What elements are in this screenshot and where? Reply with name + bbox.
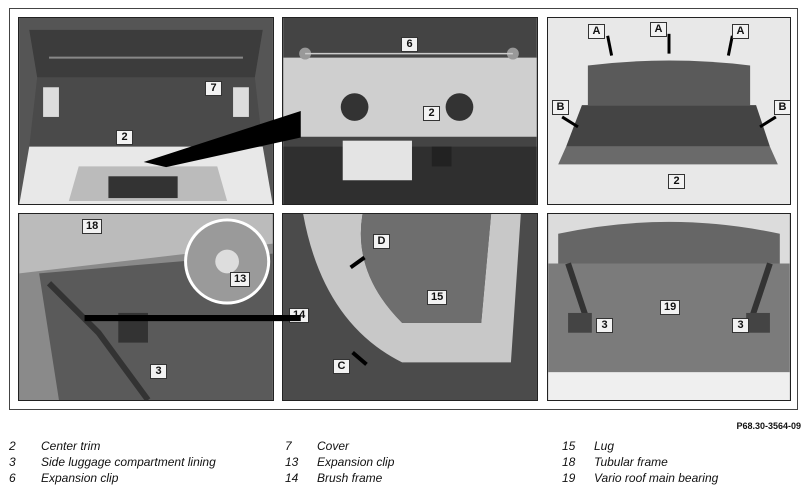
legend-item: 15 Lug bbox=[562, 438, 718, 454]
legend-column-3: 15 Lug 18 Tubular frame 19 Vario roof main … bbox=[562, 438, 718, 486]
side-lining-illustration bbox=[19, 214, 273, 400]
legend-number: 2 bbox=[9, 439, 16, 453]
legend-item: 7 Cover bbox=[285, 438, 394, 454]
legend-number: 14 bbox=[285, 471, 299, 485]
legend-column-2: 7 Cover 13 Expansion clip 14 Brush frame bbox=[285, 438, 394, 486]
photo-brush-frame: D 15 14 C bbox=[282, 213, 538, 401]
illustration-center-trim: A A A B B 2 bbox=[547, 17, 791, 205]
callout-6: 6 bbox=[401, 37, 418, 52]
figure-frame: 7 2 6 2 A bbox=[9, 8, 798, 410]
legend-number: 3 bbox=[9, 455, 16, 469]
callout-7: 7 bbox=[205, 81, 222, 96]
legend-text: Cover bbox=[317, 439, 350, 453]
callout-15: 15 bbox=[427, 290, 448, 305]
figure-id: P68.30-3564-09 bbox=[736, 421, 801, 431]
legend-item: 19 Vario roof main bearing bbox=[562, 470, 718, 486]
callout-19: 19 bbox=[660, 300, 681, 315]
callout-3: 3 bbox=[150, 364, 167, 379]
center-trim-drawing bbox=[548, 18, 790, 204]
legend-item: 3 Side luggage compartment lining bbox=[9, 454, 216, 470]
callout-d: D bbox=[373, 234, 390, 249]
callout-3-left: 3 bbox=[596, 318, 613, 333]
trunk-cover-illustration bbox=[19, 18, 273, 204]
photo-cover-detail: 6 2 bbox=[282, 17, 538, 205]
legend-number: 19 bbox=[562, 471, 576, 485]
callout-14: 14 bbox=[289, 308, 310, 323]
legend-text: Center trim bbox=[41, 439, 101, 453]
legend-number: 15 bbox=[562, 439, 576, 453]
legend-item: 2 Center trim bbox=[9, 438, 216, 454]
legend-number: 7 bbox=[285, 439, 292, 453]
legend-item: 6 Expansion clip bbox=[9, 470, 216, 486]
callout-3-right: 3 bbox=[732, 318, 749, 333]
legend-item: 13 Expansion clip bbox=[285, 454, 394, 470]
callout-c: C bbox=[333, 359, 350, 374]
legend-column-1: 2 Center trim 3 Side luggage compartment l… bbox=[9, 438, 216, 486]
legend-text: Expansion clip bbox=[41, 471, 119, 485]
legend-number: 18 bbox=[562, 455, 576, 469]
legend-text: Expansion clip bbox=[317, 455, 395, 469]
legend-text: Vario roof main bearing bbox=[594, 471, 719, 485]
legend-text: Lug bbox=[594, 439, 615, 453]
callout-18: 18 bbox=[82, 219, 103, 234]
legend-number: 6 bbox=[9, 471, 16, 485]
callout-a-center: A bbox=[650, 22, 667, 37]
photo-side-lining: 18 13 3 bbox=[18, 213, 274, 401]
legend-text: Side luggage compartment lining bbox=[41, 455, 216, 469]
callout-a-right: A bbox=[732, 24, 749, 39]
photo-vario-roof-bearing: 19 3 3 bbox=[547, 213, 791, 401]
legend-item: 18 Tubular frame bbox=[562, 454, 718, 470]
callout-b-right: B bbox=[774, 100, 790, 115]
legend-number: 13 bbox=[285, 455, 299, 469]
callout-2: 2 bbox=[116, 130, 133, 145]
brush-frame-illustration bbox=[283, 214, 537, 400]
legend-text: Tubular frame bbox=[594, 455, 668, 469]
callout-2: 2 bbox=[668, 174, 685, 189]
callout-2: 2 bbox=[423, 106, 440, 121]
callout-a-left: A bbox=[588, 24, 605, 39]
photo-trunk-cover: 7 2 bbox=[18, 17, 274, 205]
legend-item: 14 Brush frame bbox=[285, 470, 394, 486]
callout-13: 13 bbox=[230, 272, 251, 287]
legend-text: Brush frame bbox=[317, 471, 383, 485]
callout-b-left: B bbox=[552, 100, 569, 115]
